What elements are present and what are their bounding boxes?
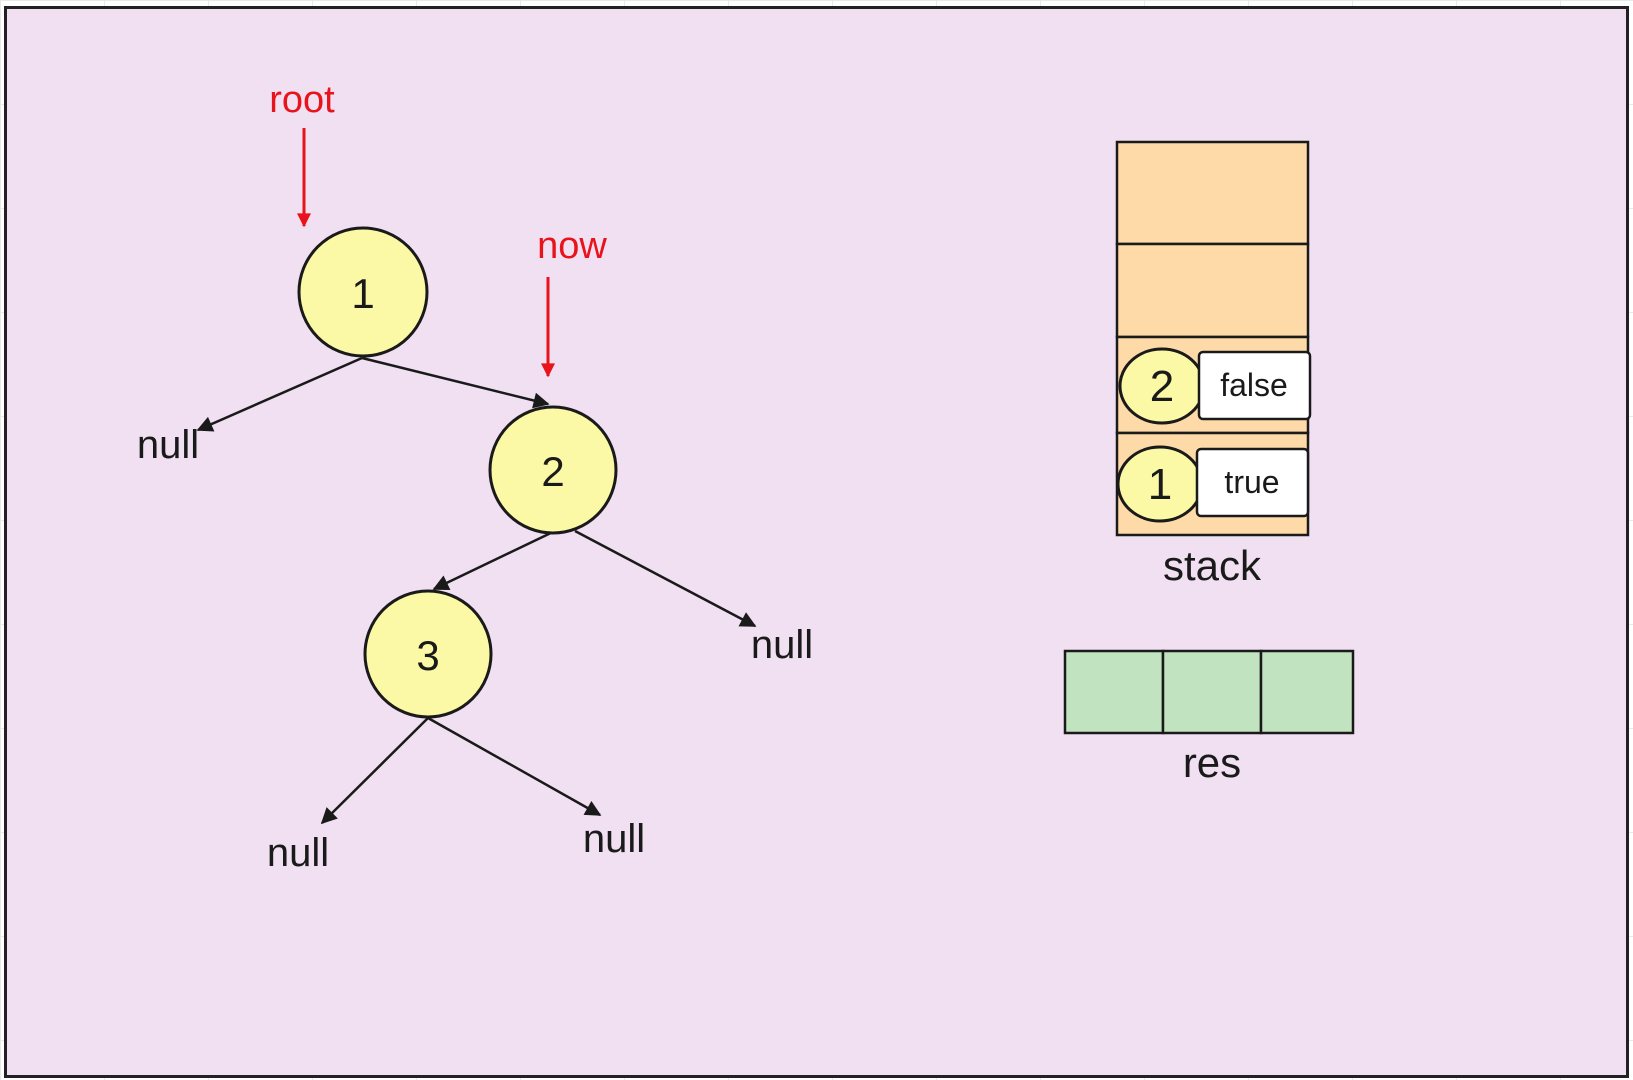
root-pointer: root xyxy=(269,79,335,228)
stack-slot-empty xyxy=(1115,242,1310,339)
tree-node-3-label: 3 xyxy=(416,632,439,679)
stack-entry-flag: false xyxy=(1220,367,1288,403)
tree-edges xyxy=(196,356,757,825)
null-label: null xyxy=(267,831,329,875)
edge-1-left-null xyxy=(196,356,363,432)
res-label: res xyxy=(1183,739,1241,786)
null-label: null xyxy=(137,423,199,467)
edge-1-to-2 xyxy=(361,356,550,409)
stack-entry-flag-box xyxy=(1195,447,1310,518)
stack-entry-flag-box xyxy=(1197,350,1312,421)
tree-node-1-label: 1 xyxy=(351,270,374,317)
stack-entry-node: 1 xyxy=(1116,445,1204,523)
root-pointer-label: root xyxy=(269,79,335,121)
tree-node-1: 1 xyxy=(297,226,429,358)
stack-entry-flag: true xyxy=(1224,464,1279,500)
res-array: res xyxy=(1063,649,1355,786)
edge-2-right-null xyxy=(574,529,757,628)
edge-3-left-null xyxy=(320,717,429,825)
stack-entry: 1 true xyxy=(1116,445,1310,523)
tree-node-2-label: 2 xyxy=(541,448,564,495)
diagram-canvas xyxy=(4,6,1629,1078)
stack-entry-node-label: 1 xyxy=(1148,460,1172,509)
res-cell xyxy=(1161,649,1263,735)
stack-entry-node-label: 2 xyxy=(1150,362,1174,411)
stack-label: stack xyxy=(1163,542,1262,589)
edge-3-right-null xyxy=(427,716,602,817)
tree-node-2: 2 xyxy=(488,405,618,535)
now-pointer: now xyxy=(537,225,607,378)
tree-node-1-circle xyxy=(297,226,429,358)
tree-node-3-circle xyxy=(363,589,493,719)
now-pointer-label: now xyxy=(537,225,607,267)
stack-entry-node: 2 xyxy=(1118,347,1206,425)
stack: 2 false 1 true stack xyxy=(1115,140,1312,589)
stack-slot-empty xyxy=(1115,140,1310,246)
null-label: null xyxy=(751,623,813,667)
tree-node-3: 3 xyxy=(363,589,493,719)
edge-2-to-3 xyxy=(432,529,556,591)
res-cell xyxy=(1259,649,1355,735)
null-label: null xyxy=(583,817,645,861)
res-cell xyxy=(1063,649,1165,735)
stack-entry: 2 false xyxy=(1118,347,1312,425)
tree-node-2-circle xyxy=(488,405,618,535)
